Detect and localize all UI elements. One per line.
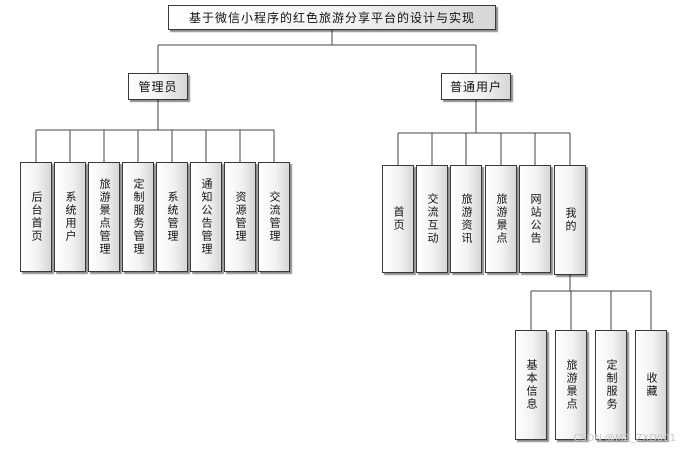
user-label: 普通用户 [449,80,502,94]
admin-child-system-management: 系统管理 [156,162,188,272]
mine-child-basic-info: 基本信息 [515,330,547,440]
user-child-label: 交流互动 [425,193,439,245]
admin-label: 管理员 [138,80,178,94]
admin-child-label: 后台首页 [29,191,43,243]
root-node: 基于微信小程序的红色旅游分享平台的设计与实现 [168,5,496,30]
mine-child-label: 旅游景点 [564,359,578,411]
admin-child-label: 资源管理 [233,191,247,243]
user-child-label: 网站公告 [528,193,542,245]
root-label: 基于微信小程序的红色旅游分享平台的设计与实现 [188,11,475,25]
admin-child-resource-management: 资源管理 [224,162,256,272]
admin-child-scenic-spot-management: 旅游景点管理 [88,162,120,272]
mine-child-custom-service: 定制服务 [595,330,627,440]
admin-child-label: 系统管理 [165,191,179,243]
user-child-interaction: 交流互动 [416,165,448,273]
user-child-label: 我的 [563,207,577,233]
user-child-site-notice: 网站公告 [519,165,551,273]
user-child-travel-news: 旅游资讯 [450,165,482,273]
mine-child-label: 定制服务 [604,359,618,411]
admin-child-label: 交流管理 [267,191,281,243]
user-child-label: 首页 [391,206,405,232]
admin-node: 管理员 [128,73,188,100]
admin-child-exchange-management: 交流管理 [258,162,290,272]
user-child-home: 首页 [382,165,414,273]
mine-child-label: 基本信息 [524,359,538,411]
watermark: CSDN @MZ_ZXD001 [573,433,676,444]
admin-child-custom-service-management: 定制服务管理 [122,162,154,272]
mine-child-scenic-spots: 旅游景点 [555,330,587,440]
user-node: 普通用户 [441,73,511,100]
user-child-scenic-spots: 旅游景点 [485,165,517,273]
user-child-mine: 我的 [554,165,586,275]
admin-child-system-users: 系统用户 [54,162,86,272]
user-child-label: 旅游景点 [494,193,508,245]
admin-child-label: 系统用户 [63,191,77,243]
admin-child-dashboard: 后台首页 [20,162,52,272]
admin-child-label: 旅游景点管理 [97,178,111,256]
admin-child-label: 定制服务管理 [131,178,145,256]
mine-child-favorites: 收藏 [635,330,667,440]
mine-child-label: 收藏 [644,372,658,398]
user-child-label: 旅游资讯 [459,193,473,245]
admin-child-label: 通知公告管理 [199,178,213,256]
admin-child-notice-management: 通知公告管理 [190,162,222,272]
